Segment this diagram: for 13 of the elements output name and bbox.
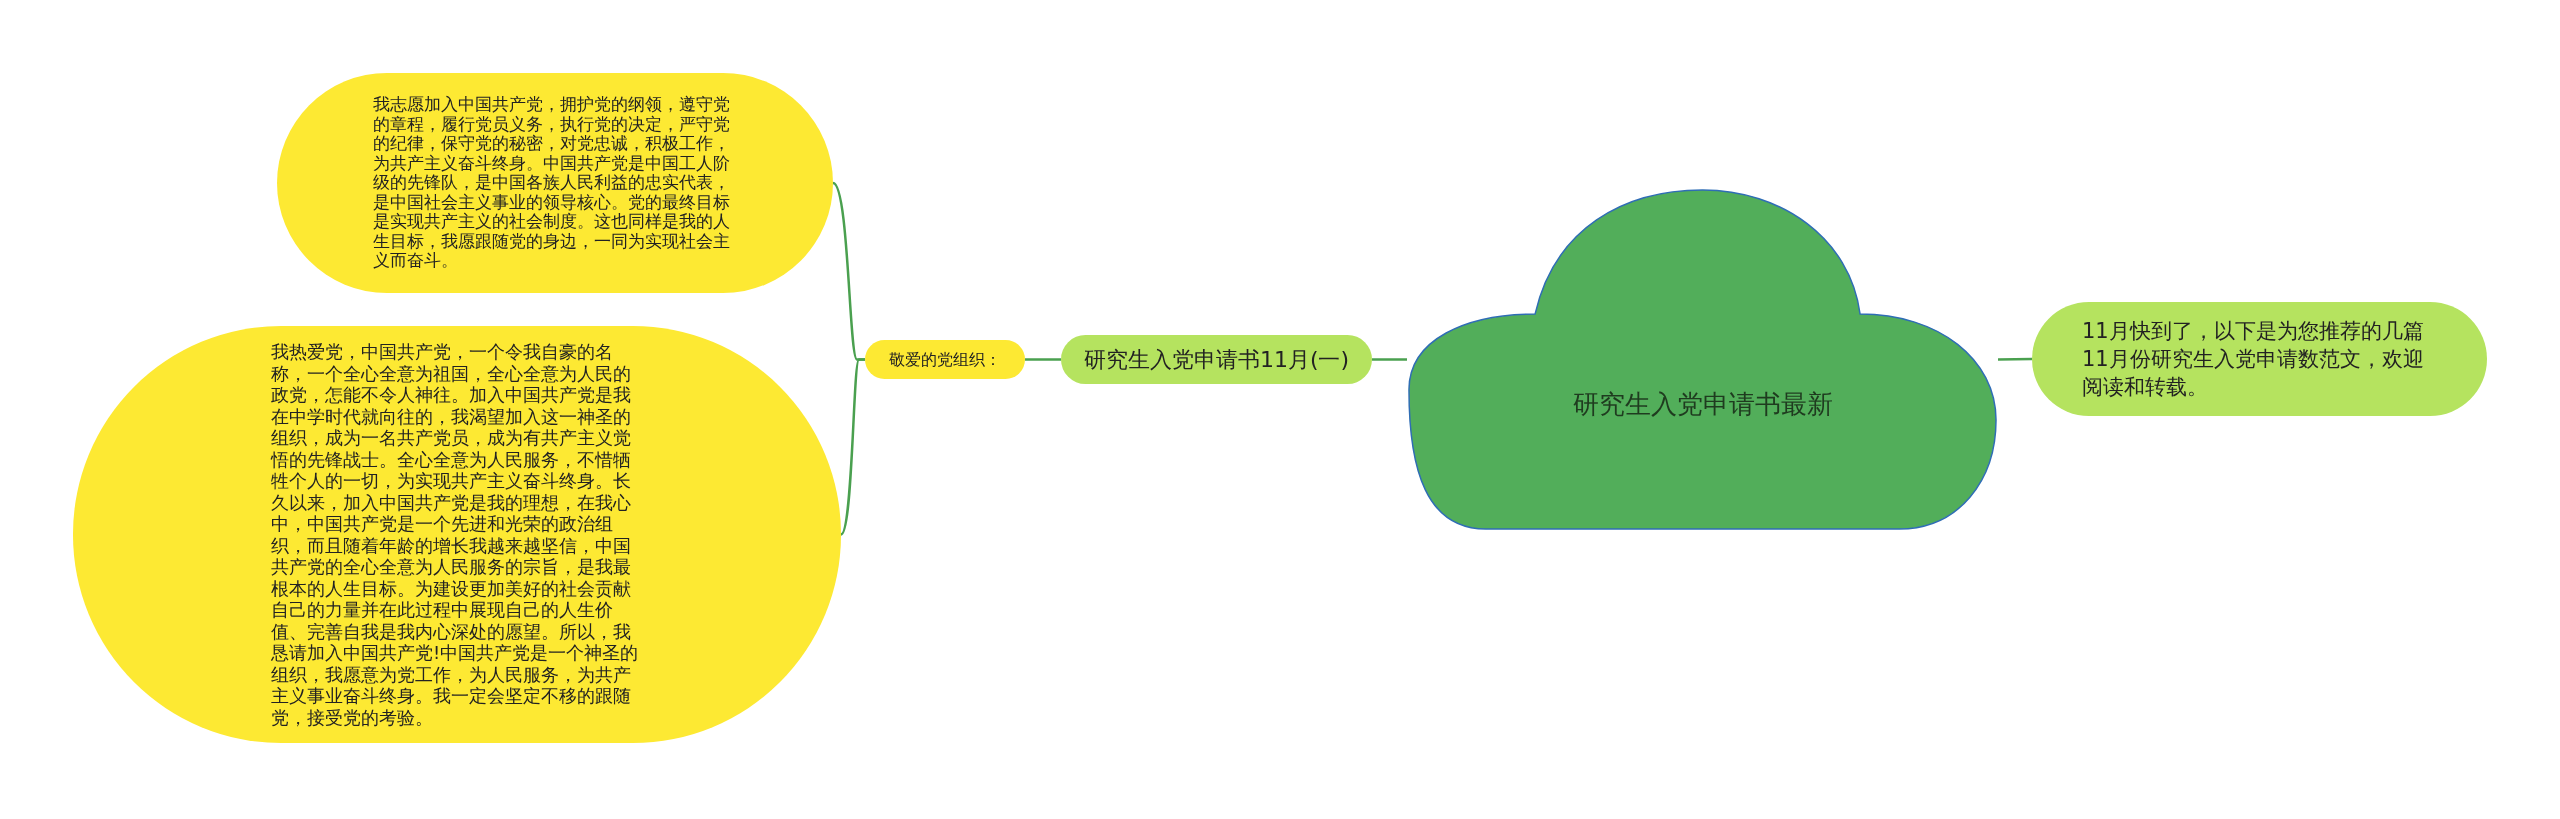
connector-line <box>1025 358 1061 361</box>
node-text: 我志愿加入中国共产党，拥护党的纲领，遵守党的章程，履行党员义务，执行党的决定，严守党的纪律，保守党的秘密，对党忠诚，积极工作，为共产主义奋斗终身。中国共产党是中国工人阶级的先锋队，是中国各族人民利益的忠实代表，是中国社会主义事业的领导核心。党的最终目标是实现共产主义的社会制度。这也同样是我的人生目标，我愿跟随党的身边，一同为实现社会主义而奋斗。 <box>372 95 731 271</box>
node-text: 敬爱的党组织： <box>889 348 1001 371</box>
node-text: 研究生入党申请书最新 <box>1572 388 1833 421</box>
connector-line <box>1372 358 1407 361</box>
connector-line <box>1998 357 2032 361</box>
topic-bubble <box>1061 335 1372 384</box>
node-text: 我热爱党，中国共产党，一个令我自豪的名称，一个全心全意为祖国，全心全意为人民的政党，怎能不令人神往。加入中国共产党是我在中学时代就向往的，我渴望加入这一神圣的组织，成为一名共产党员，成为有共产主义觉悟的先锋战士。全心全意为人民服务，不惜牺牲个人的一切，为实现共产主义奋斗终身。长久以来，加入中国共产党是我的理想，在我心中，中国共产党是一个先进和光荣的政治组织，而且随着年龄的增长我越来越坚信，中国共产党的全心全意为人民服务的宗旨，是我最根本的人生目标。为建设更加美好的社会贡献自己的力量并在此过程中展现自己的人生价值、完善自我是我内心深处的愿望。所以，我恳请加入中国共产党!中国共产党是一个神圣的组织，我愿意为党工作，为人民服务，为共产主义事业奋斗终身。我一定会坚定不移的跟随党，接受党的考验。 <box>271 341 640 728</box>
cloud-shape <box>1407 188 1998 531</box>
node-text: 研究生入党申请书11月(一) <box>1083 346 1350 374</box>
subtopic-bubble <box>865 340 1025 379</box>
node-text: 11月快到了，以下是为您推荐的几篇11月份研究生入党申请数范文，欢迎阅读和转载。 <box>2082 318 2425 401</box>
connector-line <box>840 358 865 536</box>
